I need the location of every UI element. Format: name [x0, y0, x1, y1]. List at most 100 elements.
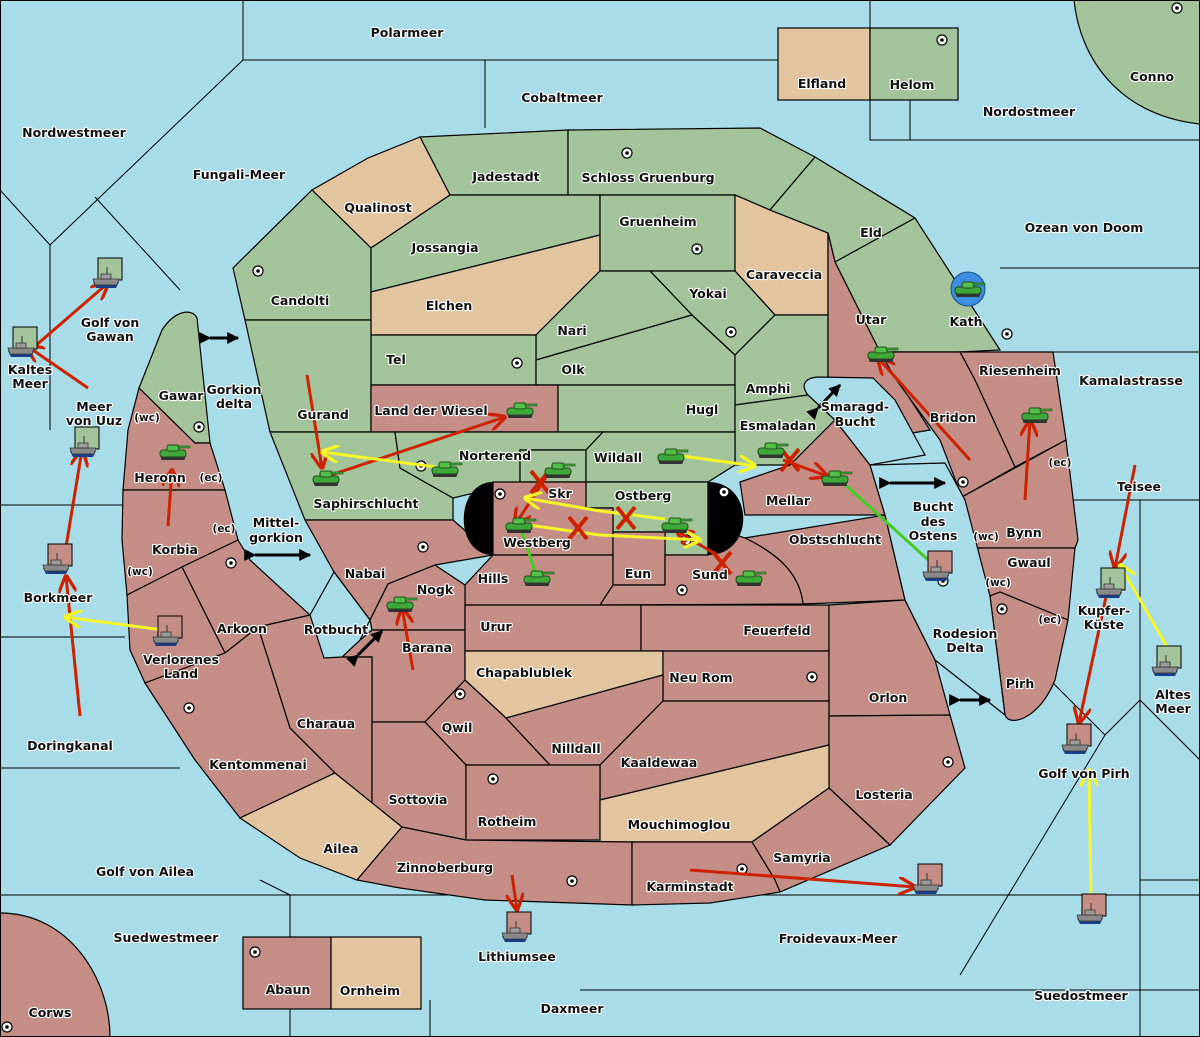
label-kamalastrasse: Kamalastrasse: [1079, 373, 1183, 388]
label-elchen: Elchen: [426, 298, 473, 313]
label-losteria: Losteria: [855, 787, 912, 802]
label-yokai: Yokai: [688, 286, 727, 301]
label-rotbucht: Rotbucht: [304, 622, 368, 637]
label-kaltes-2: Meer: [12, 376, 48, 391]
label-mittel-1: Mittel-: [253, 515, 300, 530]
label-obstschlucht: Obstschlucht: [789, 532, 881, 547]
label-sottovia: Sottovia: [389, 792, 448, 807]
province-orlon[interactable]: [828, 599, 951, 717]
fleet-unit[interactable]: [1151, 645, 1182, 677]
double-arrow-icon: [346, 629, 384, 667]
label-qwil: Qwil: [442, 720, 473, 735]
label-gorkion-2: delta: [216, 396, 252, 411]
hole-west: [463, 482, 493, 555]
label-teisee: Teisee: [1117, 479, 1161, 494]
label-caravecchia: Caraveccia: [746, 267, 822, 282]
fleet-unit[interactable]: [69, 426, 100, 458]
fleet-unit[interactable]: [1061, 723, 1092, 755]
label-kaltes-1: Kaltes: [8, 362, 52, 377]
label-suedostmeer: Suedostmeer: [1034, 988, 1128, 1003]
label-kupfer-1: Kupfer-: [1078, 603, 1131, 618]
coast-marker: (wc): [985, 577, 1011, 589]
convoy-order-line: [838, 478, 938, 569]
label-jadestadt: Jadestadt: [471, 169, 539, 184]
label-korbia: Korbia: [152, 542, 198, 557]
label-corws: Corws: [29, 1005, 72, 1020]
fleet-unit[interactable]: [1076, 893, 1107, 925]
fleet-unit[interactable]: [912, 863, 943, 895]
fleet-unit[interactable]: [1095, 567, 1126, 599]
province-corws[interactable]: [0, 912, 111, 1037]
label-kentommenai: Kentommenai: [209, 757, 307, 772]
move-order-arrow: [402, 608, 415, 671]
fleet-unit[interactable]: [501, 911, 532, 943]
label-charaua: Charaua: [297, 716, 355, 731]
fleet-unit[interactable]: [152, 615, 183, 647]
province-conno[interactable]: [1073, 0, 1200, 125]
label-skr: Skr: [548, 486, 572, 501]
label-smaragd-2: Bucht: [835, 414, 876, 429]
label-westberg: Westberg: [503, 535, 571, 550]
province-gruenheim[interactable]: [599, 194, 736, 272]
label-daxmeer: Daxmeer: [540, 1001, 604, 1016]
label-abaun: Abaun: [266, 982, 311, 997]
label-gwaul: Gwaul: [1007, 555, 1050, 570]
green-territories: [232, 127, 1002, 556]
label-jossangia: Jossangia: [410, 240, 478, 255]
supply-center-icon: [957, 476, 969, 488]
label-bucht-3: Ostens: [909, 528, 958, 543]
label-pirh: Pirh: [1006, 676, 1035, 691]
coast-connections: [199, 332, 992, 706]
supply-center-icon: [676, 584, 688, 596]
label-golf-pirh: Golf von Pirh: [1038, 766, 1129, 781]
label-nogk: Nogk: [417, 582, 454, 597]
supply-center-icon: [487, 773, 499, 785]
fleet-unit[interactable]: [42, 543, 73, 575]
coast-marker: (wc): [973, 531, 999, 543]
move-order-arrow: [168, 470, 172, 527]
label-nari: Nari: [557, 323, 586, 338]
sea-bucht-des-ostens[interactable]: [869, 462, 1006, 717]
label-polarmeer: Polarmeer: [371, 25, 445, 40]
labels-layer: PolarmeerCobaltmeerNordwestmeerFungali-M…: [7, 24, 1193, 1021]
label-mouchimoglou: Mouchimoglou: [628, 817, 731, 832]
supply-center-icon: [1, 1021, 13, 1033]
label-bynn: Bynn: [1006, 525, 1041, 540]
province-ornheim[interactable]: [330, 936, 422, 1010]
label-neurom: Neu Rom: [669, 670, 732, 685]
label-wildall: Wildall: [594, 450, 642, 465]
label-chapablublek: Chapablublek: [476, 665, 573, 680]
label-nabai: Nabai: [345, 566, 386, 581]
label-gawar: Gawar: [159, 388, 205, 403]
label-barana: Barana: [402, 640, 452, 655]
label-samyria: Samyria: [773, 850, 831, 865]
support-order-arrow: [525, 498, 666, 521]
label-ornheim: Ornheim: [340, 983, 400, 998]
province-karminstadt[interactable]: [631, 841, 781, 906]
fleet-unit[interactable]: [7, 326, 38, 358]
label-sund: Sund: [692, 567, 728, 582]
support-order-arrow: [674, 453, 755, 466]
supply-center-icon: [806, 671, 818, 683]
label-eld: Eld: [860, 225, 882, 240]
supply-center-icon: [691, 243, 703, 255]
supply-center-icon: [511, 357, 523, 369]
fleet-unit[interactable]: [922, 550, 953, 582]
province-pirh[interactable]: [989, 591, 1069, 721]
label-altes-2: Meer: [1155, 701, 1191, 716]
move-order-arrow: [25, 283, 108, 356]
label-borkmeer: Borkmeer: [24, 590, 94, 605]
label-kupfer-2: Küste: [1084, 617, 1124, 632]
province-kentommenai[interactable]: [144, 625, 337, 819]
support-order-arrow: [65, 617, 164, 632]
supply-center-icon: [183, 702, 195, 714]
support-order-arrow: [322, 452, 437, 469]
supply-center-icon: [725, 326, 737, 338]
army-unit-dislodged[interactable]: [950, 271, 986, 307]
support-order-arrow: [527, 523, 700, 540]
move-order-arrow: [324, 417, 505, 479]
label-fungali: Fungali-Meer: [193, 167, 286, 182]
label-orlon: Orlon: [869, 690, 908, 705]
fleet-unit[interactable]: [92, 257, 123, 289]
